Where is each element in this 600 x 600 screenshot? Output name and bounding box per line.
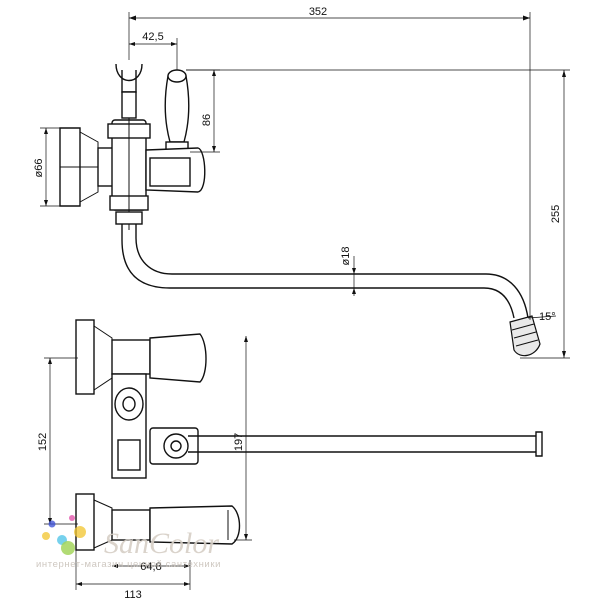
dimension-labels: 352 42,5 86 ø66 ø18 255 15° 152 197 113 … xyxy=(33,6,562,600)
brand-logo-dot xyxy=(42,532,50,540)
dim-center-distance: 152 xyxy=(37,433,49,451)
dim-depth: 113 xyxy=(124,589,142,600)
dim-holder-depth: 64,8 xyxy=(140,561,161,573)
dim-handle-height: 86 xyxy=(201,114,213,126)
dim-holder-offset: 42,5 xyxy=(142,31,163,43)
dim-overall-length: 352 xyxy=(309,6,327,18)
dim-flange-diameter: ø66 xyxy=(33,159,45,178)
brand-tagline: интернет-магазин ценной сантехники xyxy=(36,559,221,570)
dim-side-height: 197 xyxy=(233,433,245,451)
brand-logo-dot xyxy=(69,515,75,521)
brand-logo-dot xyxy=(74,526,86,538)
dimension-lines xyxy=(40,12,570,590)
brand-logo-dot xyxy=(61,541,75,555)
dim-spout-diameter: ø18 xyxy=(340,247,352,266)
brand-name: SanColor xyxy=(104,527,219,560)
dim-total-height: 255 xyxy=(550,205,562,223)
brand-logo-dot xyxy=(48,520,56,528)
dim-spout-angle: 15° xyxy=(539,311,556,323)
top-view xyxy=(59,63,541,357)
brand-watermark: SanColor интернет-магазин ценной сантехн… xyxy=(36,515,221,570)
side-view xyxy=(75,319,543,551)
brand-logo-dots xyxy=(42,515,86,555)
